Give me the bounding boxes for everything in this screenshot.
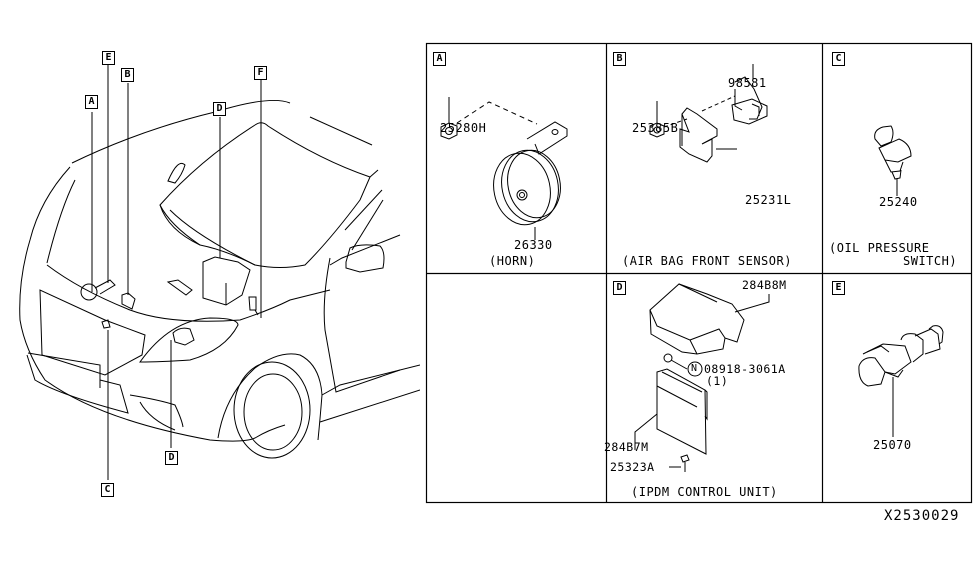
panel-a-horn: A 25280H 26330 (HORN) [427,44,606,273]
callout-d-bottom: D [165,451,178,465]
panel-b-caption: (AIR BAG FRONT SENSOR) [622,254,792,268]
panel-c-caption-line2: SWITCH) [903,254,958,268]
part-quantity-1: (1) [706,374,729,388]
part-number-25070: 25070 [873,438,912,452]
part-number-25280h: 25280H [440,121,487,135]
callout-d-top: D [213,102,226,116]
airbag-sensor-illustration [649,64,768,163]
part-number-25231l: 25231L [745,193,792,207]
part-number-25323a: 25323A [610,460,655,474]
panel-d-ipdm-control-unit: D 284B8M N 08918- [604,274,822,502]
horn-illustration [440,97,568,240]
panel-d-caption: (IPDM CONTROL UNIT) [631,485,778,499]
part-number-284b8m: 284B8M [742,278,787,292]
panel-c-tag: C [832,52,845,66]
diagram-id: X2530029 [884,508,960,524]
oil-pressure-switch-illustration [874,125,912,196]
callout-b: B [121,68,134,82]
panel-a-tag: A [433,52,446,66]
panel-c-oil-pressure-switch: C 25240 (OIL PRESSURE SWITCH) [823,44,971,273]
part-number-08918-3061a: 08918-3061A [704,362,786,376]
ipdm-illustration [634,283,770,472]
callout-c: C [101,483,114,497]
part-number-25240: 25240 [879,195,918,209]
sensor-25070-illustration [858,325,944,437]
panel-b-tag: B [613,52,626,66]
part-number-284b7m: 284B7M [604,440,649,454]
panel-e-tag: E [832,281,845,295]
part-number-26330: 26330 [514,238,553,252]
part-number-25385b: 25385B [632,121,679,135]
vehicle-overview: A E B D F D C [0,0,420,566]
nut-n-symbol: N [691,363,698,374]
callout-f: F [254,66,267,80]
part-number-98581: 98581 [728,76,767,90]
callout-a: A [85,95,98,109]
panel-b-airbag-sensor: B 98581 25385B 25231L (AIR BAG FRONT SEN… [607,44,822,273]
panel-e-sensor: E 25070 [823,274,971,502]
vehicle-outline [19,65,420,480]
panel-d-tag: D [613,281,626,295]
callout-e: E [102,51,115,65]
panel-c-caption-line1: (OIL PRESSURE [829,241,930,255]
panel-a-caption: (HORN) [489,254,536,268]
